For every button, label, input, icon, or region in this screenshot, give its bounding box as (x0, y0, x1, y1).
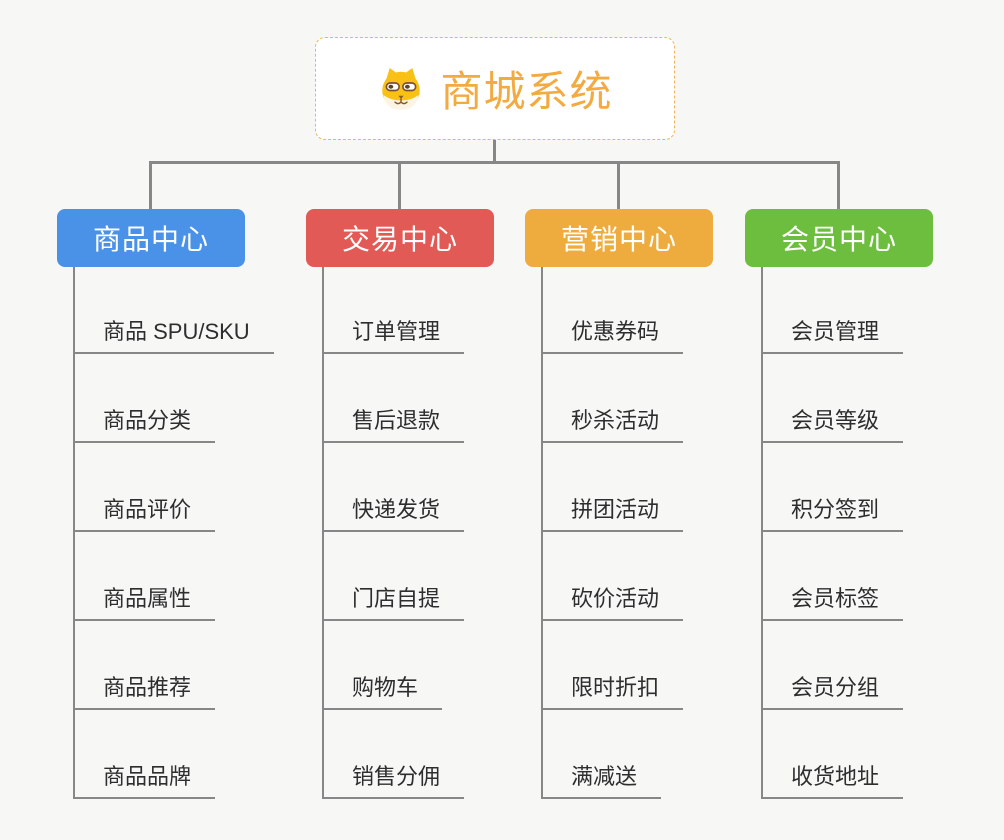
connector-drop (149, 161, 152, 209)
leaf-label: 满减送 (541, 759, 662, 799)
branch-node-marketing-center[interactable]: 营销中心 (525, 209, 713, 267)
leaf-label: 快递发货 (322, 492, 465, 532)
connector-bus (150, 161, 840, 164)
leaf-label: 订单管理 (322, 314, 465, 354)
leaf-label: 商品分类 (73, 403, 216, 443)
leaf-item[interactable]: 销售分佣 (322, 710, 465, 799)
leaf-item[interactable]: 会员管理 (761, 267, 904, 354)
leaf-label: 秒杀活动 (541, 403, 684, 443)
leaf-label: 砍价活动 (541, 581, 684, 621)
branch-label: 营销中心 (560, 224, 677, 255)
leaf-item[interactable]: 商品分类 (73, 354, 274, 443)
leaf-item[interactable]: 订单管理 (322, 267, 465, 354)
leaf-label: 购物车 (322, 670, 443, 710)
connector-drop (837, 161, 840, 209)
leaf-item[interactable]: 砍价活动 (541, 532, 684, 621)
connector-drop (617, 161, 620, 209)
leaf-label: 会员等级 (761, 403, 904, 443)
leaf-item[interactable]: 售后退款 (322, 354, 465, 443)
leaf-label: 商品评价 (73, 492, 216, 532)
leaf-item[interactable]: 会员分组 (761, 621, 904, 710)
leaf-item[interactable]: 商品属性 (73, 532, 274, 621)
leaf-label: 商品属性 (73, 581, 216, 621)
branch-label: 会员中心 (780, 224, 897, 255)
leaf-label: 收货地址 (761, 759, 904, 799)
connector-trunk (73, 267, 75, 799)
leaf-item[interactable]: 秒杀活动 (541, 354, 684, 443)
leaf-label: 商品品牌 (73, 759, 216, 799)
branch-node-product-center[interactable]: 商品中心 (57, 209, 245, 267)
leaf-label: 销售分佣 (322, 759, 465, 799)
shiba-dog-icon (377, 65, 425, 113)
leaf-item[interactable]: 商品品牌 (73, 710, 274, 799)
leaf-item[interactable]: 收货地址 (761, 710, 904, 799)
leaf-label: 门店自提 (322, 581, 465, 621)
leaf-item[interactable]: 满减送 (541, 710, 683, 799)
connector-trunk (541, 267, 543, 799)
leaf-label: 会员标签 (761, 581, 904, 621)
branch-node-member-center[interactable]: 会员中心 (745, 209, 933, 267)
leaf-label: 拼团活动 (541, 492, 684, 532)
leaf-label: 商品 SPU/SKU (73, 314, 274, 354)
leaf-item[interactable]: 积分签到 (761, 443, 904, 532)
leaf-label: 积分签到 (761, 492, 904, 532)
branch-label: 交易中心 (341, 224, 458, 255)
branch-node-trade-center[interactable]: 交易中心 (306, 209, 494, 267)
leaf-item[interactable]: 优惠券码 (541, 267, 684, 354)
branch-column-trade-center: 订单管理售后退款快递发货门店自提购物车销售分佣 (322, 267, 465, 799)
connector-trunk (761, 267, 763, 799)
root-title: 商城系统 (440, 68, 613, 115)
leaf-item[interactable]: 会员标签 (761, 532, 904, 621)
leaf-label: 优惠券码 (541, 314, 684, 354)
leaf-label: 限时折扣 (541, 670, 684, 710)
leaf-item[interactable]: 商品推荐 (73, 621, 274, 710)
leaf-item[interactable]: 快递发货 (322, 443, 465, 532)
leaf-item[interactable]: 门店自提 (322, 532, 465, 621)
connector-trunk (322, 267, 324, 799)
leaf-label: 会员分组 (761, 670, 904, 710)
leaf-item[interactable]: 商品 SPU/SKU (73, 267, 274, 354)
connector-root-stub (493, 140, 496, 162)
leaf-label: 会员管理 (761, 314, 904, 354)
branch-column-member-center: 会员管理会员等级积分签到会员标签会员分组收货地址 (761, 267, 904, 799)
leaf-label: 售后退款 (322, 403, 465, 443)
leaf-label: 商品推荐 (73, 670, 216, 710)
branch-label: 商品中心 (92, 224, 209, 255)
branch-column-marketing-center: 优惠券码秒杀活动拼团活动砍价活动限时折扣满减送 (541, 267, 684, 799)
leaf-item[interactable]: 商品评价 (73, 443, 274, 532)
leaf-item[interactable]: 拼团活动 (541, 443, 684, 532)
connector-drop (398, 161, 401, 209)
leaf-item[interactable]: 限时折扣 (541, 621, 684, 710)
branch-column-product-center: 商品 SPU/SKU 商品分类商品评价商品属性商品推荐商品品牌 (73, 267, 274, 799)
leaf-item[interactable]: 会员等级 (761, 354, 904, 443)
leaf-item[interactable]: 购物车 (322, 621, 464, 710)
root-node[interactable]: 商城系统 (315, 37, 675, 140)
